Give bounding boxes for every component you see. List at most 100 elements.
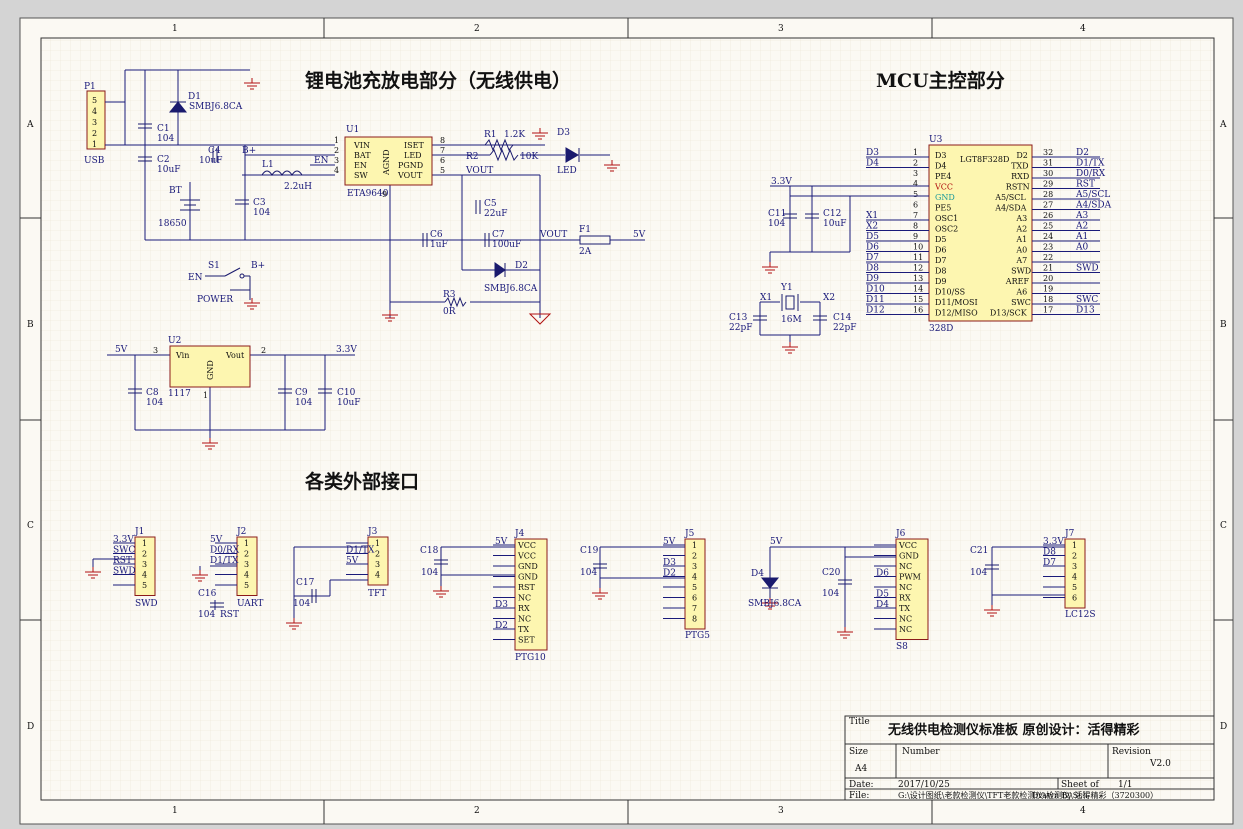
u1-pin-num: 2 (334, 146, 339, 155)
c5-cap (475, 200, 481, 214)
net-en-switch: EN (188, 273, 203, 283)
u3-pin-label: D3 (935, 151, 947, 160)
j3-pin: 3 (375, 560, 380, 569)
s1-name: POWER (197, 295, 233, 305)
c18-cap (434, 559, 448, 565)
u3-pin-num: 30 (1043, 169, 1053, 178)
u3-pin-num: 14 (913, 285, 923, 294)
c8-ref: C8 (146, 388, 159, 398)
j7-net: D8 (1043, 548, 1056, 558)
u3-right-net: D0/RX (1076, 169, 1106, 179)
u3-pin-num: 18 (1043, 295, 1053, 304)
col-marker-3-bottom: 3 (778, 806, 784, 816)
c21-value: 104 (970, 568, 987, 578)
u3-pin-num: 31 (1043, 159, 1053, 168)
u3-right-net: A4/SDA (1075, 201, 1112, 211)
tb-file-label: File: (849, 791, 869, 801)
u1-pin-num: 3 (334, 156, 339, 165)
j5-pin: 4 (692, 573, 697, 582)
c16-ref: C16 (198, 589, 217, 599)
u3-pin-num: 28 (1043, 190, 1053, 199)
s1-switch (205, 267, 251, 300)
u3-pin-label: D2 (1016, 151, 1028, 160)
net-x1: X1 (760, 293, 772, 303)
f1-fuse (579, 235, 611, 245)
c5-value: 22uF (484, 209, 508, 219)
u2-pin3: 3 (153, 346, 158, 355)
u3-pin-label: SWC (1011, 298, 1031, 307)
u3-pin-num: 11 (913, 253, 923, 262)
c3-ref: C3 (253, 198, 266, 208)
u1-pin-num: 7 (440, 146, 445, 155)
c20-value: 104 (822, 589, 839, 599)
d2-ref: D2 (515, 261, 528, 271)
s1-ref: S1 (208, 261, 220, 271)
c20-cap (838, 579, 852, 585)
p1-pin: 1 (92, 140, 97, 149)
c9-cap (278, 388, 292, 394)
j1-pin: 1 (142, 539, 147, 548)
c1-ref: C1 (157, 124, 170, 134)
u2-gnd: GND (206, 360, 215, 380)
u1-pin-9: 9 (382, 190, 387, 199)
c21-cap (985, 564, 999, 570)
d3-name: LED (557, 166, 577, 176)
col-marker-4: 4 (1080, 24, 1086, 34)
u3-pin-label: D11/MOSI (935, 298, 978, 307)
j2-name: UART (237, 599, 263, 609)
p1-name: USB (84, 156, 105, 166)
c19-ref: C19 (580, 546, 599, 556)
j7-pin: 5 (1072, 583, 1077, 592)
j5-net: 5V (663, 537, 676, 547)
j5-net: D2 (663, 569, 676, 579)
u3-pin-num: 21 (1043, 264, 1053, 273)
c11-ref: C11 (768, 209, 786, 219)
j4-pin: RX (518, 604, 530, 613)
j1-ref: J1 (134, 527, 144, 537)
u3-pin-num: 29 (1043, 180, 1053, 189)
j6-pin: PWM (899, 573, 921, 582)
u1-pin: VOUT (397, 171, 423, 180)
u2-pin1: 1 (203, 391, 208, 400)
l1-value: 2.2uH (284, 182, 312, 192)
d2-tvs (494, 262, 506, 278)
d3-led (565, 147, 580, 163)
c18-ref: C18 (420, 546, 439, 556)
u3-pin-label: A6 (1015, 288, 1027, 297)
j7-net: 3.3V (1043, 537, 1064, 547)
c13-ref: C13 (729, 313, 748, 323)
u1-pin: ISET (404, 141, 424, 150)
j2-net: D1/TX (210, 556, 239, 566)
j4-pin: VCC (517, 541, 536, 550)
row-marker-d-right: D (1220, 722, 1227, 732)
u3-pin-label: AREF (1005, 277, 1030, 286)
tb-drawn-by: Drawn By 活得精彩（3720300） (1032, 790, 1158, 800)
u3-pin-num: 19 (1043, 285, 1053, 294)
j6-pin: NC (899, 562, 912, 571)
j1-pin: 4 (142, 571, 147, 580)
c9-ref: C9 (295, 388, 308, 398)
u3-ref: U3 (929, 135, 943, 145)
c10-cap (318, 388, 332, 394)
j3-pin: 4 (375, 571, 380, 580)
c13-cap (753, 315, 767, 321)
r1-resistor (484, 138, 514, 152)
tb-size-label: Size (849, 747, 868, 757)
u3-pin-num: 10 (913, 243, 923, 252)
j4-pin: VCC (517, 552, 536, 561)
u3-left-net: D4 (866, 159, 879, 169)
c2-value: 10uF (157, 165, 181, 175)
j3-net: 5V (346, 556, 359, 566)
u3-pin-num: 13 (913, 274, 923, 283)
j6-connector (895, 538, 929, 640)
j4-pin: GND (518, 562, 538, 571)
u3-right-net: A5/SCL (1075, 190, 1110, 200)
net-vout: VOUT (539, 230, 567, 240)
c12-value: 10uF (823, 219, 847, 229)
c12-cap (805, 213, 819, 219)
c5-ref: C5 (484, 199, 497, 209)
u3-left-net: D8 (866, 264, 879, 274)
u3-pin-label: D5 (935, 235, 947, 244)
row-marker-a-right: A (1219, 120, 1227, 130)
j2-pin: 3 (244, 560, 249, 569)
